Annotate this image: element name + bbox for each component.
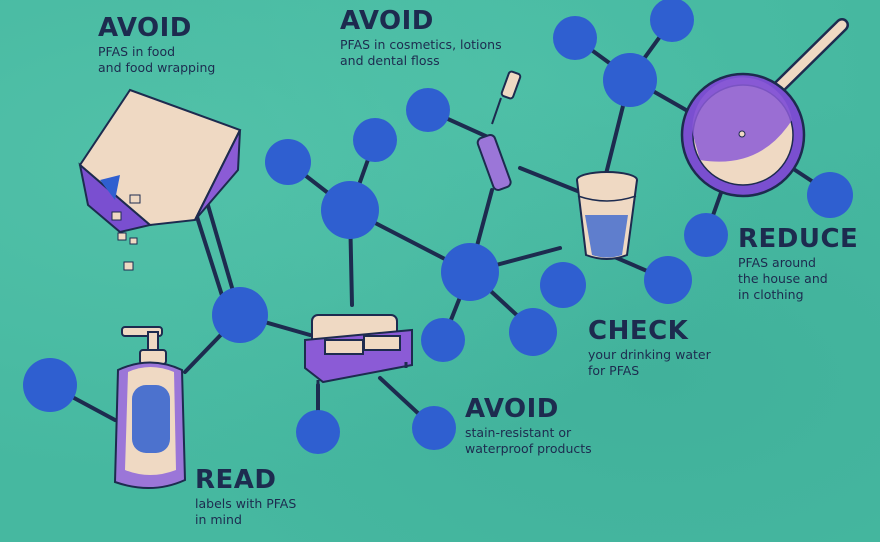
tip-avoid-food: AVOID PFAS in food and food wrapping bbox=[98, 15, 215, 76]
atom bbox=[421, 318, 465, 362]
atom bbox=[23, 358, 77, 412]
tip-line: the house and bbox=[738, 271, 828, 286]
water-cup-icon bbox=[576, 171, 638, 260]
tip-reduce-house: REDUCE PFAS around the house and in clot… bbox=[738, 226, 858, 303]
tip-text: PFAS around the house and in clothing bbox=[738, 255, 858, 303]
tip-read-labels: READ labels with PFAS in mind bbox=[195, 467, 296, 528]
atoms bbox=[23, 0, 853, 454]
atom bbox=[644, 256, 692, 304]
tip-line: labels with PFAS bbox=[195, 496, 297, 511]
tip-heading: READ bbox=[195, 465, 277, 495]
atom bbox=[807, 172, 853, 218]
tip-text: PFAS in cosmetics, lotions and dental fl… bbox=[340, 37, 502, 69]
atom bbox=[212, 287, 268, 343]
atom bbox=[296, 410, 340, 454]
atom bbox=[509, 308, 557, 356]
tip-line: and dental floss bbox=[340, 53, 440, 68]
tip-text: your drinking water for PFAS bbox=[588, 347, 711, 379]
atom bbox=[603, 53, 657, 107]
tip-heading: REDUCE bbox=[738, 224, 859, 254]
tip-heading: AVOID bbox=[465, 394, 559, 424]
tip-heading: CHECK bbox=[588, 316, 689, 346]
lotion-bottle-icon bbox=[113, 326, 187, 490]
atom bbox=[553, 16, 597, 60]
atom bbox=[321, 181, 379, 239]
frying-pan-icon bbox=[680, 18, 849, 198]
tip-check-water: CHECK your drinking water for PFAS bbox=[588, 318, 711, 379]
tip-line: PFAS in food bbox=[98, 44, 176, 59]
atom bbox=[684, 213, 728, 257]
tip-line: and food wrapping bbox=[98, 60, 216, 75]
atom bbox=[265, 139, 311, 185]
tip-line: your drinking water bbox=[588, 347, 711, 362]
atom bbox=[412, 406, 456, 450]
couch-icon bbox=[304, 314, 413, 386]
tip-line: in mind bbox=[195, 512, 242, 527]
tip-heading: AVOID bbox=[340, 6, 434, 36]
tip-line: PFAS in cosmetics, lotions bbox=[340, 37, 502, 52]
tip-text: labels with PFAS in mind bbox=[195, 496, 296, 528]
tip-avoid-cosmetics: AVOID PFAS in cosmetics, lotions and den… bbox=[340, 8, 502, 69]
tip-line: for PFAS bbox=[588, 363, 640, 378]
tip-line: PFAS around bbox=[738, 255, 816, 270]
tip-line: in clothing bbox=[738, 287, 804, 302]
atom bbox=[441, 243, 499, 301]
tip-text: stain-resistant or waterproof products bbox=[465, 425, 592, 457]
tip-line: stain-resistant or bbox=[465, 425, 572, 440]
atom bbox=[406, 88, 450, 132]
tip-line: waterproof products bbox=[465, 441, 592, 456]
atom bbox=[353, 118, 397, 162]
atom bbox=[650, 0, 694, 42]
tip-text: PFAS in food and food wrapping bbox=[98, 44, 215, 76]
cosmetics-icon bbox=[476, 70, 522, 191]
atom bbox=[540, 262, 586, 308]
tip-heading: AVOID bbox=[98, 13, 192, 43]
paper-bag-icon bbox=[78, 88, 242, 271]
bond bbox=[518, 166, 582, 194]
tip-avoid-stain-resistant: AVOID stain-resistant or waterproof prod… bbox=[465, 396, 592, 457]
